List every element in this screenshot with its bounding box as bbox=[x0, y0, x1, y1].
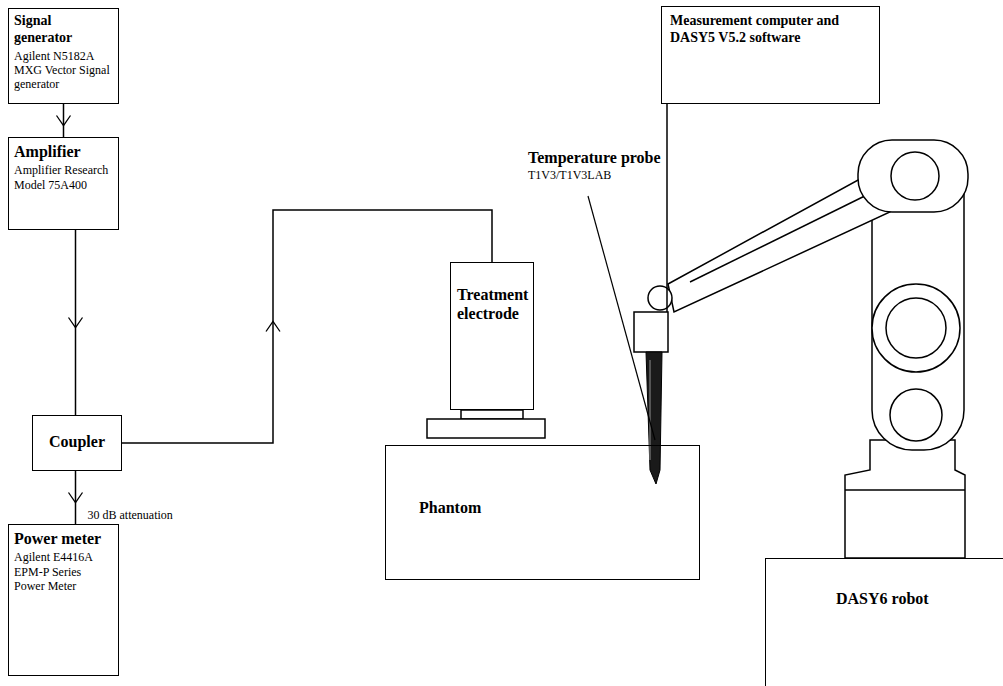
control-cable bbox=[666, 104, 668, 312]
equipment-box: Coupler bbox=[32, 415, 122, 471]
box-heading: Amplifier bbox=[14, 142, 113, 161]
probe-holder bbox=[634, 312, 668, 352]
box-heading: Power meter bbox=[14, 529, 113, 548]
robot-elbow-joint bbox=[891, 152, 939, 200]
equipment-box: Power meterAgilent E4416A EPM-P Series P… bbox=[8, 524, 119, 676]
box-body: Amplifier Research Model 75A400 bbox=[14, 163, 113, 192]
robot-base-line bbox=[845, 489, 965, 491]
robot-shoulder-joint bbox=[872, 284, 960, 372]
robot-base-joint bbox=[890, 389, 942, 441]
connector-line bbox=[122, 210, 492, 443]
box-heading: Measurement computer and DASY5 V5.2 soft… bbox=[670, 13, 871, 47]
arrow-chevron bbox=[69, 493, 83, 503]
robot-shoulder-inner bbox=[886, 298, 946, 358]
electrode-plate bbox=[427, 419, 545, 438]
phantom-label: Phantom bbox=[419, 498, 699, 517]
equipment-box: Signal generatorAgilent N5182A MXG Vecto… bbox=[8, 8, 119, 104]
robot-box: DASY6 robot bbox=[765, 558, 1003, 686]
box-heading: Signal generator bbox=[14, 13, 113, 47]
electrode-box: Treatment electrode bbox=[450, 262, 534, 410]
edge-label: 30 dB attenuation bbox=[88, 508, 173, 522]
leader-line bbox=[588, 196, 655, 440]
electrode-label: Treatment electrode bbox=[457, 285, 529, 323]
signal-connector bbox=[69, 230, 83, 415]
arrow-chevron bbox=[57, 116, 71, 126]
arrow-chevron bbox=[69, 318, 83, 328]
robot-elbow bbox=[858, 140, 968, 212]
robot-base bbox=[845, 440, 965, 558]
signal-connector bbox=[69, 471, 83, 524]
robot-forearm-line bbox=[690, 186, 885, 282]
box-body: Agilent E4416A EPM-P Series Power Meter bbox=[14, 550, 113, 593]
arrow-chevron bbox=[266, 322, 280, 332]
box-body: Agilent N5182A MXG Vector Signal generat… bbox=[14, 49, 113, 92]
robot-wrist-joint bbox=[648, 286, 672, 310]
box-heading: DASY6 robot bbox=[836, 589, 1003, 608]
box-heading: Coupler bbox=[37, 432, 117, 451]
phantom-box: Phantom bbox=[385, 445, 700, 580]
connector-line bbox=[75, 471, 77, 524]
equipment-box: AmplifierAmplifier Research Model 75A400 bbox=[8, 137, 119, 230]
probe-model: T1V3/T1V3LAB bbox=[528, 168, 611, 182]
computer-box: Measurement computer and DASY5 V5.2 soft… bbox=[661, 6, 880, 104]
signal-connector bbox=[122, 210, 492, 443]
signal-connector bbox=[57, 104, 71, 137]
probe-label: Temperature probe bbox=[528, 148, 661, 167]
connector-line bbox=[63, 104, 65, 137]
connector-line bbox=[75, 230, 77, 415]
electrode-stem bbox=[461, 410, 523, 419]
